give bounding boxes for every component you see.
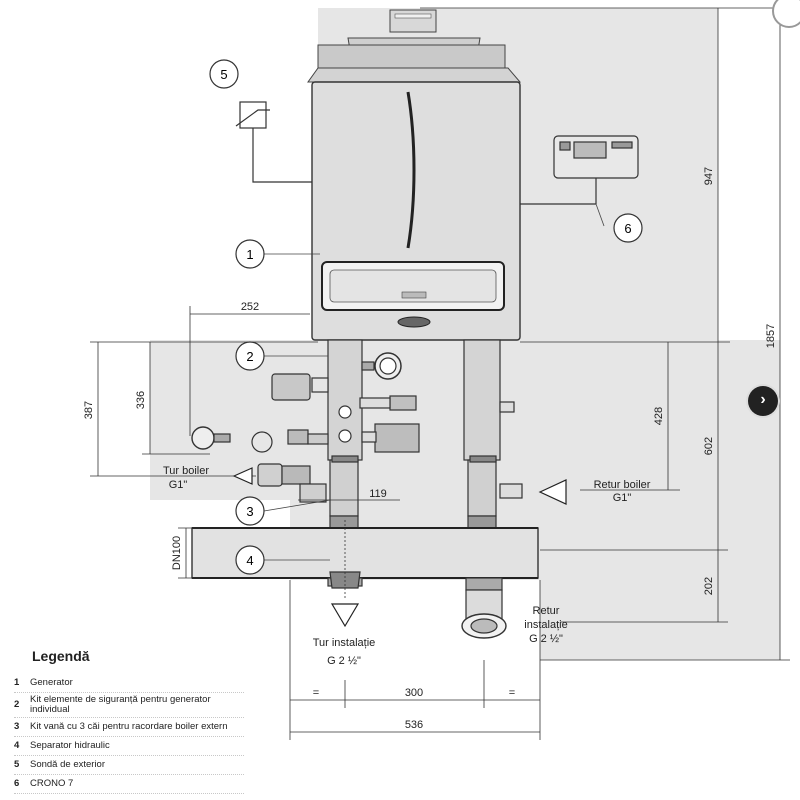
legend-item: 3 Kit vană cu 3 căi pentru racordare boi…	[14, 718, 244, 737]
flow-arrows	[232, 467, 567, 628]
legend-item: 2 Kit elemente de siguranță pentru gener…	[14, 693, 244, 718]
retur-boiler-size: G1"	[613, 492, 632, 504]
dim-300: 300	[405, 687, 423, 699]
connection-labels: Tur boiler G1" Retur boiler G1" Tur inst…	[163, 465, 651, 667]
legend-item: 6 CRONO 7	[14, 775, 244, 794]
callout-4: 4	[235, 545, 265, 575]
dim-dn100: DN100	[171, 536, 183, 570]
dim-eq-right: =	[509, 687, 515, 699]
callout-3: 3	[235, 496, 265, 526]
svg-text:1: 1	[246, 247, 253, 262]
legend-item-text: Kit elemente de siguranță pentru generat…	[30, 694, 211, 715]
corner-button[interactable]	[772, 0, 800, 28]
legend-item-number: 3	[14, 721, 20, 732]
tur-boiler-label: Tur boiler	[163, 465, 209, 477]
boiler-generator	[307, 9, 522, 341]
dim-eq-left: =	[313, 687, 319, 699]
legend: Legendă 1 Generator 2 Kit elemente de si…	[14, 648, 244, 794]
tur-instalatie-label: Tur instalație	[313, 637, 376, 649]
legend-item-text: Generator	[30, 677, 73, 688]
legend-item-number: 4	[14, 740, 20, 751]
dimension-lines	[90, 7, 790, 740]
dim-252: 252	[241, 301, 259, 313]
legend-item: 1 Generator	[14, 674, 244, 693]
crono-thermostat	[520, 135, 639, 205]
dim-602: 602	[703, 437, 715, 455]
next-arrow-icon[interactable]: ›	[748, 386, 778, 416]
svg-text:4: 4	[246, 553, 253, 568]
callout-2: 2	[235, 341, 265, 371]
dim-1857: 1857	[765, 324, 777, 348]
dim-336: 336	[135, 391, 147, 409]
legend-item: 4 Separator hidraulic	[14, 737, 244, 756]
legend-item-number: 2	[14, 699, 20, 710]
svg-text:3: 3	[246, 504, 253, 519]
callout-1: 1	[235, 239, 265, 269]
tur-instalatie-size: G 2 ½"	[327, 655, 361, 667]
dim-947: 947	[703, 167, 715, 185]
legend-item-number: 6	[14, 778, 20, 789]
callout-5: 5	[209, 59, 239, 89]
legend-item-text: CRONO 7	[30, 778, 74, 789]
callout-6: 6	[613, 213, 643, 243]
outdoor-sensor	[235, 101, 312, 183]
retur-instalatie-size: G 2 ½"	[529, 633, 563, 645]
svg-text:2: 2	[246, 349, 253, 364]
dim-202: 202	[703, 577, 715, 595]
leader-lines	[263, 203, 605, 561]
dimension-texts: 252 387 336 119 428 947 602 202 1857 DN1…	[83, 167, 777, 731]
legend-item-text: Kit vană cu 3 căi pentru racordare boile…	[30, 721, 228, 732]
retur-instalatie-label2: instalație	[524, 619, 567, 631]
svg-text:6: 6	[624, 221, 631, 236]
legend-item-text: Sondă de exterior	[30, 759, 105, 770]
legend-item-number: 1	[14, 677, 20, 688]
svg-text:5: 5	[220, 67, 227, 82]
retur-instalatie-label: Retur	[533, 605, 560, 617]
retur-boiler-label: Retur boiler	[594, 479, 651, 491]
tur-boiler-size: G1"	[169, 479, 188, 491]
dim-536: 536	[405, 719, 423, 731]
legend-item-text: Separator hidraulic	[30, 740, 110, 751]
dim-387: 387	[83, 401, 95, 419]
dim-428: 428	[653, 407, 665, 425]
legend-item-number: 5	[14, 759, 20, 770]
legend-item: 5 Sondă de exterior	[14, 756, 244, 775]
dim-119: 119	[369, 488, 387, 500]
legend-title: Legendă	[32, 648, 90, 664]
